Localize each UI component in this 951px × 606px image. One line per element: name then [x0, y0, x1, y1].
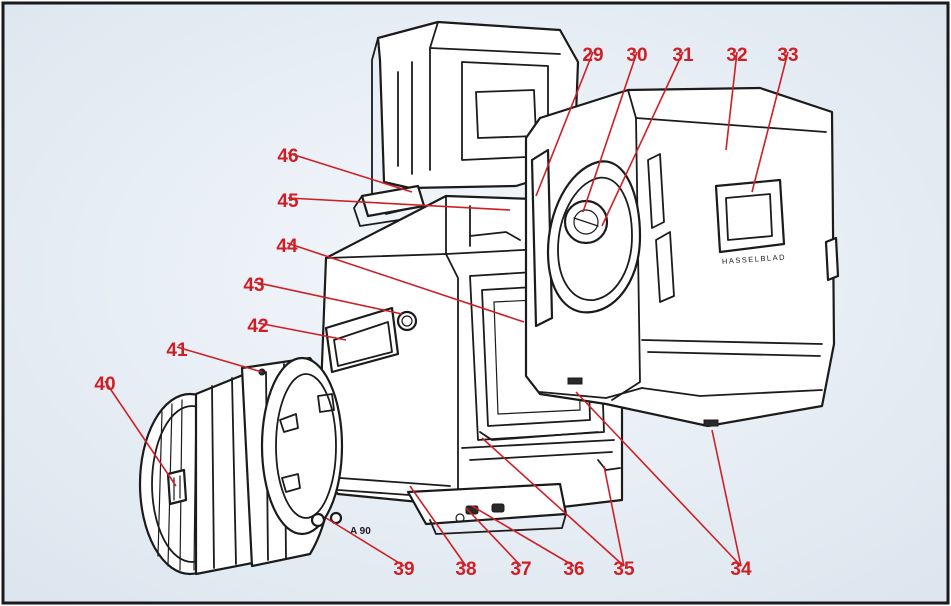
lens: A 90: [138, 356, 371, 576]
leader-line-30: [582, 51, 638, 213]
leader-line-29: [535, 51, 594, 197]
callout-label-46: 46: [277, 146, 298, 167]
leader-line-39: [325, 517, 405, 567]
callout-label-37: 37: [510, 559, 531, 580]
callout-label-32: 32: [726, 45, 747, 66]
callout-label-44: 44: [276, 236, 298, 257]
leader-line-34-2: [711, 429, 742, 567]
callout-label-33: 33: [777, 45, 798, 66]
leader-line-43: [253, 281, 403, 315]
leader-line-44: [286, 242, 525, 323]
leader-line-36: [471, 505, 575, 567]
callout-label-29: 29: [582, 45, 603, 66]
callout-label-43: 43: [243, 275, 264, 296]
callout-label-39: 39: [393, 559, 414, 580]
film-magazine: HASSELBLAD: [524, 86, 840, 428]
leader-line-37: [465, 507, 522, 567]
callout-group: 29 30 31 32 33 34 35 36 37 38 39 40 41 42 43 44 45 46: [94, 45, 798, 580]
callout-label-30: 30: [626, 45, 647, 66]
callout-label-42: 42: [247, 316, 268, 337]
magazine-brand-text: HASSELBLAD: [722, 252, 787, 265]
leader-line-46: [287, 152, 413, 193]
leader-line-38: [409, 485, 467, 567]
callout-label-35: 35: [613, 559, 635, 580]
leader-line-34: [575, 391, 742, 567]
callout-label-36: 36: [563, 559, 584, 580]
leader-line-45: [287, 197, 511, 211]
leader-line-42: [257, 322, 347, 341]
leader-line-41: [176, 346, 263, 373]
leader-line-40: [104, 380, 177, 487]
leader-line-31: [601, 51, 684, 227]
lens-mount-marking: A 90: [350, 526, 371, 537]
callout-label-31: 31: [672, 45, 694, 66]
callout-label-40: 40: [94, 374, 115, 395]
callout-label-34: 34: [730, 559, 752, 580]
leader-line-33: [751, 51, 789, 193]
leader-line-35-2: [603, 465, 625, 567]
leader-line-35: [481, 437, 625, 567]
callout-label-38: 38: [455, 559, 476, 580]
callout-label-45: 45: [277, 191, 299, 212]
leader-line-32: [725, 51, 738, 151]
callout-label-41: 41: [166, 340, 188, 361]
